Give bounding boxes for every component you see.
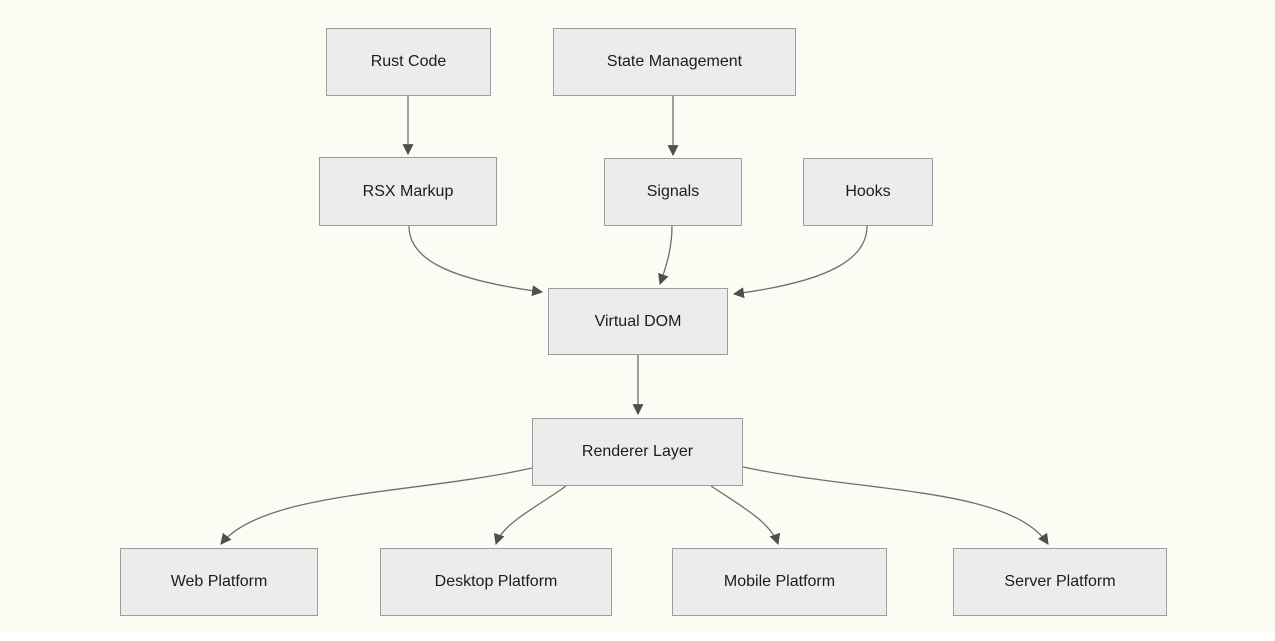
edge-renderer-layer-to-mobile-platform [710, 485, 781, 546]
node-signals: Signals [604, 158, 742, 226]
node-hooks-label: Hooks [845, 183, 891, 200]
node-virtual-dom-label: Virtual DOM [594, 312, 682, 330]
node-mobile-platform-label: Mobile Platform [723, 573, 836, 590]
node-desktop-platform: Desktop Platform [380, 548, 612, 616]
node-web-platform-label: Web Platform [170, 573, 268, 590]
node-rust-code-label: Rust Code [370, 53, 447, 70]
node-hooks: Hooks [803, 158, 933, 226]
node-desktop-platform-label: Desktop Platform [434, 573, 558, 590]
node-signals-label: Signals [646, 183, 700, 200]
node-rsx-markup: RSX Markup [319, 157, 497, 226]
node-mobile-platform: Mobile Platform [672, 548, 887, 616]
edge-renderer-layer-to-server-platform [742, 466, 1049, 545]
node-state-management-label: State Management [606, 53, 743, 70]
node-state-management: State Management [553, 28, 796, 96]
edge-hooks-to-virtual-dom [732, 225, 868, 299]
edge-renderer-layer-to-desktop-platform [493, 485, 567, 546]
node-server-platform: Server Platform [953, 548, 1167, 616]
node-rust-code: Rust Code [326, 28, 491, 96]
node-server-platform-label: Server Platform [1004, 573, 1116, 590]
edge-signals-to-virtual-dom [658, 225, 673, 286]
node-rsx-markup-label: RSX Markup [362, 182, 454, 200]
edge-renderer-layer-to-web-platform [220, 467, 533, 545]
edge-rsx-markup-to-virtual-dom [408, 225, 544, 297]
node-renderer-layer-label: Renderer Layer [581, 443, 694, 460]
node-renderer-layer: Renderer Layer [532, 418, 743, 486]
node-web-platform: Web Platform [120, 548, 318, 616]
bottom-edge-strip [0, 633, 1275, 641]
node-virtual-dom: Virtual DOM [548, 288, 728, 355]
